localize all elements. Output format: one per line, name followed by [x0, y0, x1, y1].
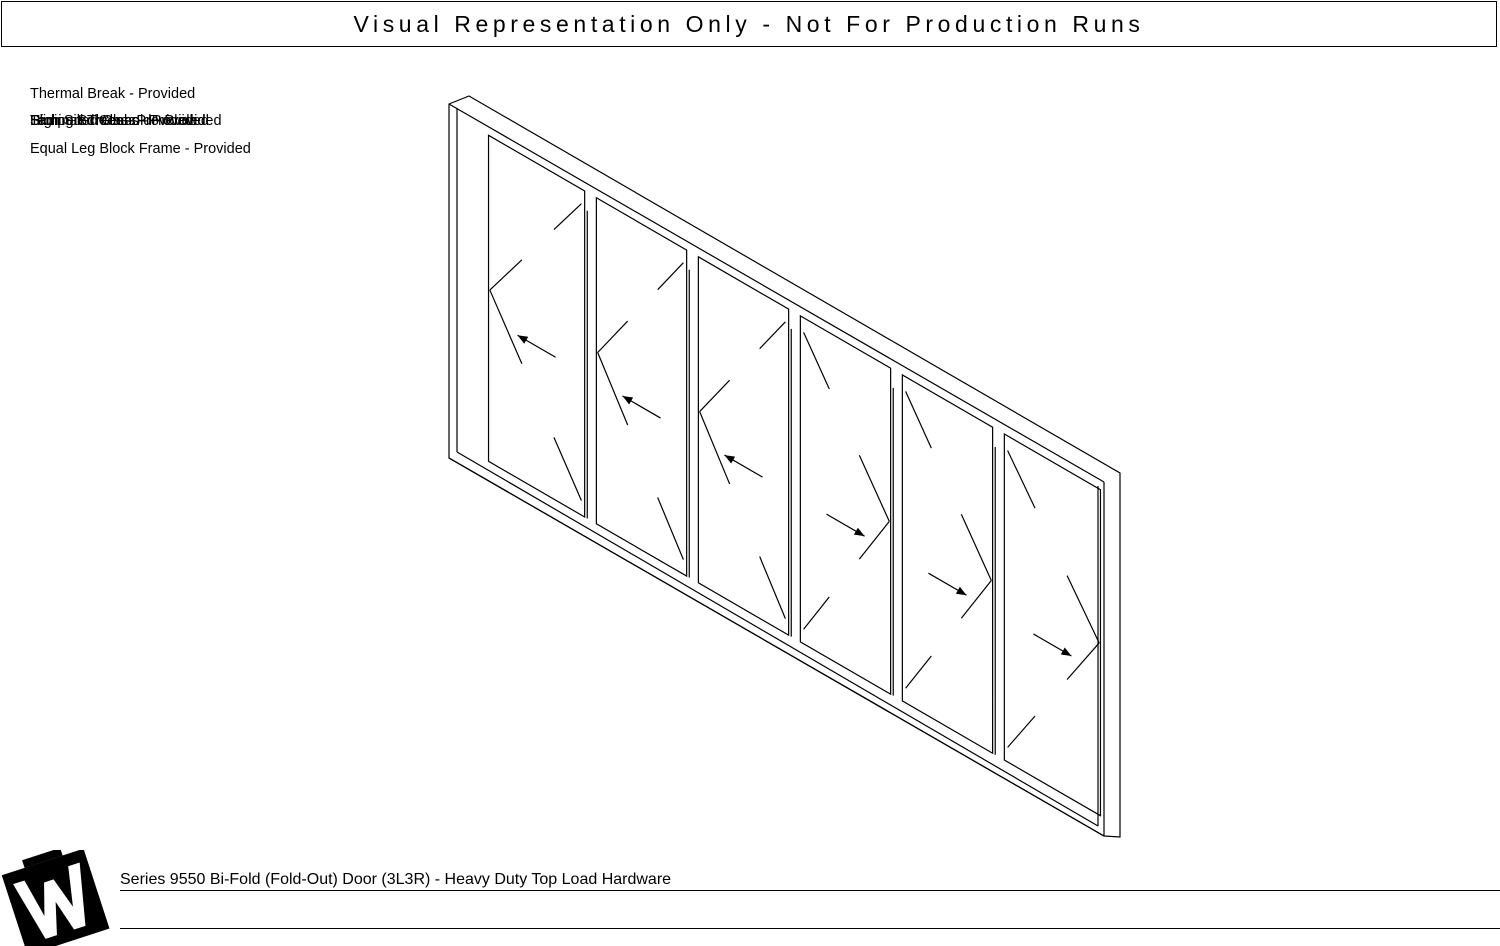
swing-line-6-b	[1007, 450, 1036, 509]
door-panel-4	[799, 314, 892, 696]
swing-line-6-a	[1066, 575, 1100, 644]
fold-arrow-head-2	[622, 395, 634, 405]
disclaimer-text: Visual Representation Only - Not For Pro…	[353, 10, 1145, 37]
swing-line-1-d	[553, 437, 582, 501]
swing-line-6-d	[1007, 715, 1036, 748]
note-overlap-4: Tempered Glass - Provided	[30, 113, 206, 129]
swing-line-3-a	[699, 379, 731, 412]
note-overlap-3: Sliding Screen - Provided	[30, 113, 194, 129]
swing-line-4-c	[858, 521, 890, 560]
w-logo-icon	[1, 850, 110, 946]
note-overlap-2: Laminated Glass - Provided	[30, 113, 209, 129]
fold-arrow-head-5	[955, 586, 967, 596]
swing-line-2-a	[597, 320, 629, 353]
overlapping-notes: High Sill Threshold - Provided Laminated…	[30, 113, 350, 133]
note-thermal-break: Thermal Break - Provided	[30, 86, 196, 102]
caption-rule-top	[120, 890, 1500, 891]
swing-line-6-c	[1066, 642, 1100, 680]
door-panel-3	[697, 255, 790, 637]
door-panel-2	[595, 196, 688, 578]
note-overlap-1: High Sill Threshold - Provided	[30, 113, 222, 129]
frame-front-top-edge	[448, 103, 1105, 483]
swing-line-4-b	[803, 332, 830, 390]
swing-line-2-d	[657, 497, 684, 560]
door-panel-6	[1003, 432, 1102, 817]
swing-line-1-b	[553, 203, 582, 231]
swing-line-3-d	[759, 556, 786, 619]
fold-arrow-head-4	[853, 527, 865, 537]
swing-line-4-d	[803, 596, 830, 630]
frame-outline	[448, 95, 1121, 838]
swing-line-1-c	[489, 289, 523, 364]
swing-line-5-d	[905, 655, 932, 689]
frame-sill-line	[456, 451, 1099, 827]
swing-line-1-a	[489, 259, 523, 291]
door-panel-5	[901, 373, 994, 755]
frame-bottom-edge	[448, 457, 1105, 837]
swing-line-3-b	[759, 321, 786, 350]
drawing-caption: Series 9550 Bi-Fold (Fold-Out) Door (3L3…	[120, 871, 672, 888]
caption-rule-bottom	[120, 928, 1500, 929]
door-panel-1	[487, 134, 586, 519]
swing-line-3-c	[699, 411, 731, 485]
swing-line-5-b	[905, 391, 932, 449]
swing-line-2-c	[597, 352, 629, 426]
swing-line-5-c	[960, 580, 992, 619]
note-block-frame: Equal Leg Block Frame - Provided	[30, 141, 251, 157]
disclaimer-banner: Visual Representation Only - Not For Pro…	[1, 1, 1497, 47]
fold-arrow-head-6	[1060, 647, 1072, 656]
swing-line-2-b	[657, 262, 684, 291]
fold-arrow-head-1	[517, 335, 529, 344]
swing-line-4-a	[858, 454, 890, 522]
swing-line-5-a	[960, 514, 992, 581]
fold-arrow-head-3	[724, 455, 736, 464]
